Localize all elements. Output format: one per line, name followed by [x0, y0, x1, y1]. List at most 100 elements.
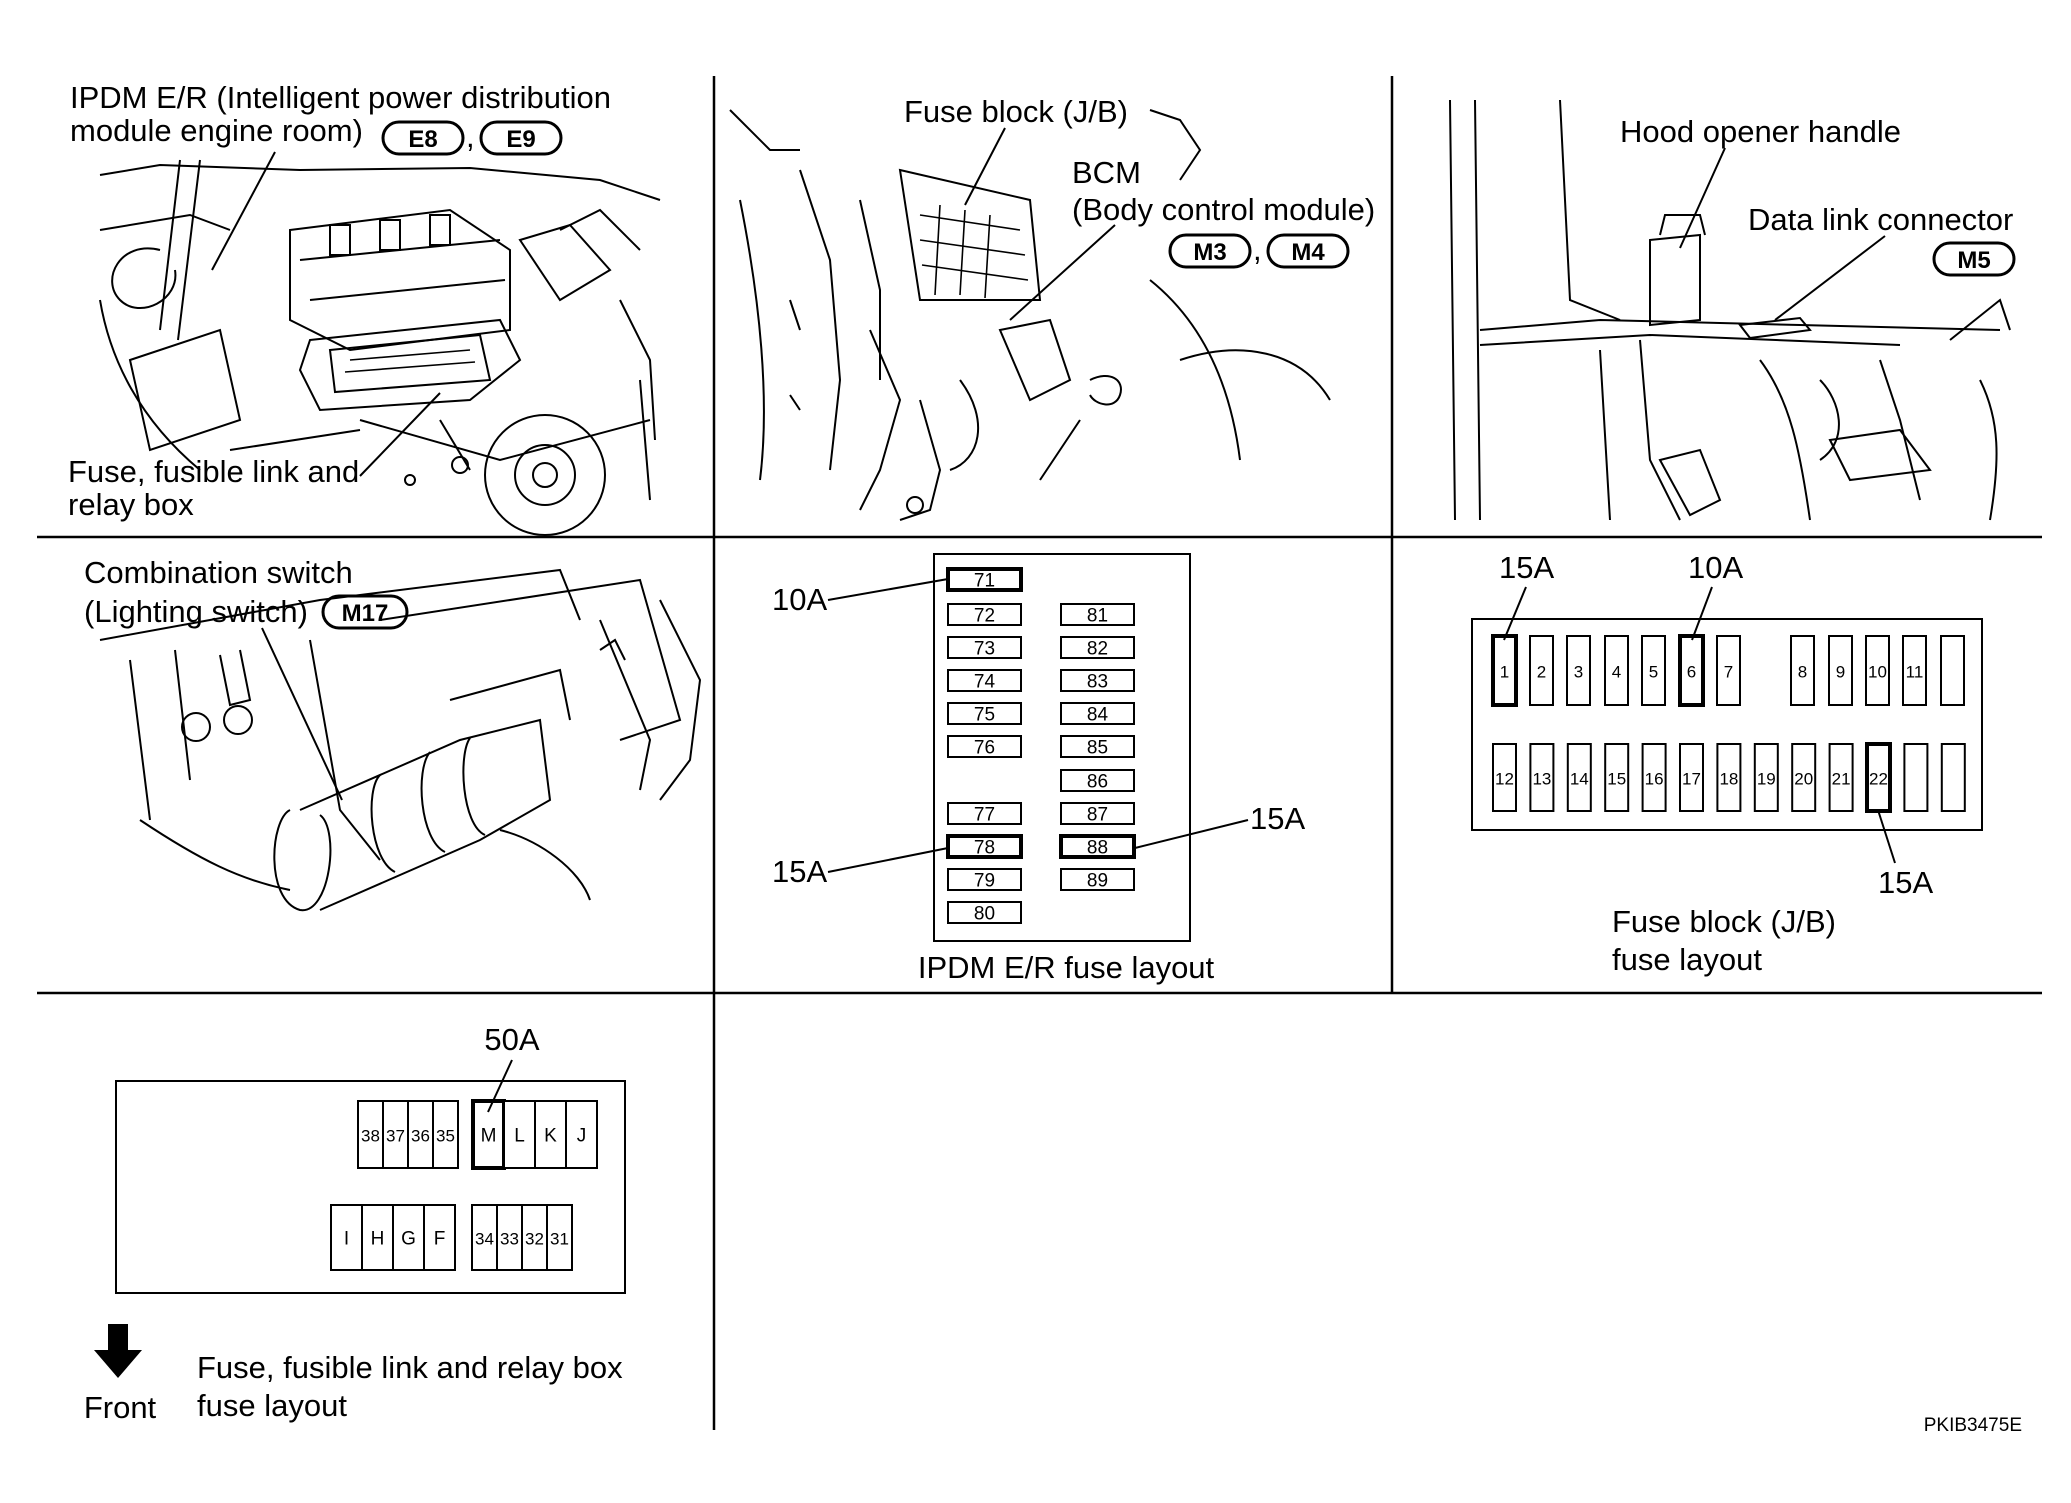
relay-fuse-35: 35 — [432, 1100, 459, 1169]
relay-fuse-34-label: 34 — [475, 1230, 494, 1249]
jb-rating-1: 15A — [1499, 550, 1554, 585]
ipdm-fuse-88-outline — [1059, 834, 1136, 859]
jb-fuse-22-label: 22 — [1869, 770, 1888, 789]
ipdm-fuse-79-label: 79 — [974, 871, 995, 892]
jb-rating-1-leader — [1503, 586, 1527, 641]
relay-fuse-32-outline — [521, 1204, 548, 1271]
relay-fuse-38-outline — [357, 1100, 384, 1169]
jb-fuse-16-label: 16 — [1645, 770, 1664, 789]
relay-fuse-j-outline — [565, 1100, 598, 1169]
relay-fuse-k-label: K — [544, 1126, 557, 1147]
image-code: PKIB3475E — [1924, 1415, 2022, 1436]
jb-fuse-19-label: 19 — [1757, 770, 1776, 789]
jb-fuse-9-label: 9 — [1836, 663, 1845, 682]
relay-fuse-m-label: M — [481, 1126, 497, 1147]
ipdm-fuse-78: 78 — [946, 834, 1023, 859]
jb-rating-6: 10A — [1688, 550, 1743, 585]
fuse-link-relay-label-line2: relay box — [68, 487, 194, 522]
fuse-link-relay-leader-line — [359, 392, 441, 477]
jb-fuse-2: 2 — [1529, 635, 1554, 706]
ipdm-fuse-89-outline — [1060, 868, 1135, 891]
jb-layout-caption-line1: Fuse block (J/B) — [1612, 904, 1836, 939]
jb-fuse-19-outline — [1753, 743, 1779, 812]
relay-fuse-37-outline — [382, 1100, 409, 1169]
connector-m4-badge — [1266, 233, 1350, 269]
jb-fuse-16-outline — [1641, 743, 1667, 812]
jb-rating-22-leader — [1877, 809, 1896, 864]
jb-fuse-2-label: 2 — [1537, 663, 1546, 682]
ipdm-fuse-74-label: 74 — [974, 672, 996, 693]
jb-fuse-21-label: 21 — [1832, 770, 1851, 789]
bcm-leader-line — [1009, 224, 1116, 321]
relay-fuse-36-outline — [407, 1100, 434, 1169]
ipdm-fuse-74-outline — [947, 669, 1022, 692]
jb-fuse-spare-11 — [1940, 635, 1965, 706]
ipdm-fuse-73: 73 — [947, 636, 1022, 660]
combination-switch-label-line1: Combination switch — [84, 555, 353, 590]
connector-m3-badge — [1168, 233, 1252, 269]
relay-fuse-31-outline — [546, 1204, 573, 1271]
ipdm-title-line2: module engine room) — [70, 113, 363, 148]
jb-fuse-12-label: 12 — [1495, 770, 1514, 789]
relay-layout-caption-line2: fuse layout — [197, 1388, 347, 1423]
ipdm-layout-caption: IPDM E/R fuse layout — [918, 950, 1215, 985]
jb-fuse-6-label: 6 — [1687, 663, 1696, 682]
connector-m5-badge — [1932, 241, 2016, 277]
panel-ipdm-engine-room: IPDM E/R (Intelligent power distribution… — [68, 80, 661, 536]
jb-fuse-4: 4 — [1604, 635, 1629, 706]
ipdm-title-line1: IPDM E/R (Intelligent power distribution — [70, 80, 611, 115]
ipdm-fuse-73-outline — [947, 636, 1022, 659]
ipdm-fuse-75: 75 — [947, 702, 1022, 726]
jb-fuse-11-outline — [1902, 635, 1927, 706]
jb-fuse-17: 17 — [1679, 743, 1704, 812]
jb-fuse-spare-11-outline — [1940, 635, 1965, 706]
relay-fuse-l: L — [503, 1100, 536, 1169]
relay-rating-m: 50A — [484, 1022, 539, 1057]
ipdm-fuse-78-label: 78 — [974, 838, 995, 859]
ipdm-fuse-80-outline — [947, 901, 1022, 924]
relay-fuse-38-label: 38 — [361, 1127, 380, 1146]
jb-fuse-22: 22 — [1865, 742, 1892, 813]
jb-fuse-13-outline — [1529, 743, 1555, 812]
relay-fuse-j-label: J — [577, 1126, 587, 1147]
ipdm-fuse-86-label: 86 — [1087, 772, 1108, 793]
relay-fuse-36-label: 36 — [411, 1127, 430, 1146]
relay-fuse-33-label: 33 — [500, 1230, 519, 1249]
jb-fuse-19: 19 — [1753, 743, 1779, 812]
data-link-leader-line — [1774, 235, 1886, 321]
ipdm-fuse-84-label: 84 — [1087, 705, 1109, 726]
bcm-label-line2: (Body control module) — [1072, 192, 1375, 227]
relay-fuse-l-outline — [503, 1100, 536, 1169]
jb-fuse-8: 8 — [1790, 635, 1815, 706]
ipdm-fuse-85: 85 — [1060, 735, 1135, 759]
ipdm-fuse-86-outline — [1060, 769, 1135, 792]
jb-fuse-20-outline — [1791, 743, 1817, 812]
relay-fuse-h-label: H — [371, 1229, 385, 1250]
ipdm-fuse-82: 82 — [1060, 636, 1135, 660]
jb-fuse-13: 13 — [1529, 743, 1555, 812]
ipdm-fuse-80-label: 80 — [974, 904, 995, 925]
steering-column-illustration — [99, 568, 702, 912]
engine-room-illustration — [99, 159, 661, 536]
connector-m5-label: M5 — [1957, 247, 1990, 274]
ipdm-fuse-79: 79 — [947, 868, 1022, 892]
relay-fuse-36: 36 — [407, 1100, 434, 1169]
ipdm-fuse-87: 87 — [1060, 802, 1135, 826]
jb-fuse-5-label: 5 — [1649, 663, 1658, 682]
relay-fuse-f-outline — [423, 1204, 456, 1271]
connector-e9-label: E9 — [506, 126, 535, 153]
relay-fuse-g: G — [392, 1204, 425, 1271]
relay-fuse-31-label: 31 — [550, 1230, 569, 1249]
jb-fuse-12: 12 — [1492, 743, 1517, 812]
jb-fuse-9-outline — [1828, 635, 1853, 706]
ipdm-fuse-84: 84 — [1060, 702, 1135, 726]
jb-fuse-10-label: 10 — [1868, 663, 1887, 682]
ipdm-fuse-79-outline — [947, 868, 1022, 891]
relay-fuse-32-label: 32 — [525, 1230, 544, 1249]
jb-fuse-spare-12 — [1940, 743, 1966, 812]
ipdm-fuse-72: 72 — [947, 603, 1022, 627]
ipdm-rating-88-leader — [1134, 819, 1249, 849]
ipdm-fuse-75-label: 75 — [974, 705, 995, 726]
